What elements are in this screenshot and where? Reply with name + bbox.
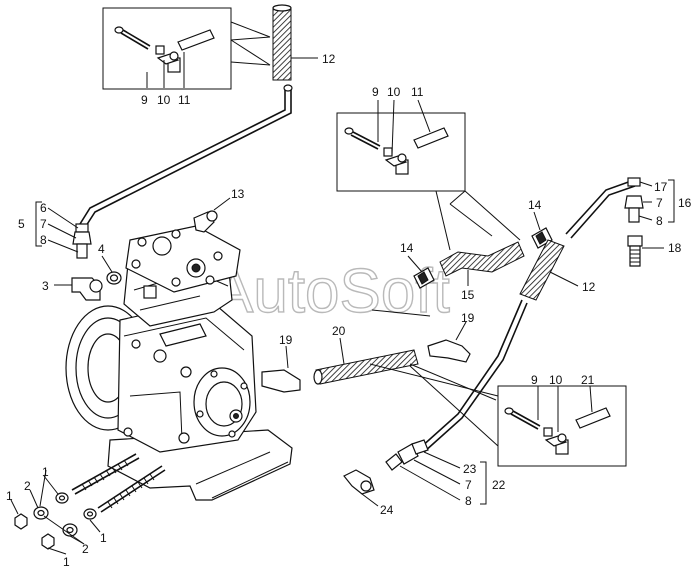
hose-part-12-top-icon [272, 4, 318, 81]
tag-part-11-icon [177, 29, 215, 51]
clip-part-9-icon [114, 26, 151, 50]
label-10-mid: 10 [387, 85, 401, 99]
label-8-left: 8 [40, 233, 47, 247]
hose-part-15-icon [439, 241, 525, 286]
label-18: 18 [668, 241, 682, 255]
label-1-far-left: 1 [6, 489, 13, 503]
fitting-group-5-icon [35, 201, 92, 259]
label-2-upper: 2 [24, 479, 31, 493]
label-5: 5 [18, 217, 25, 231]
label-17: 17 [654, 180, 668, 194]
label-1-right: 1 [100, 531, 107, 545]
label-12-right: 12 [582, 280, 596, 294]
label-8-right: 8 [656, 214, 663, 228]
tube-left [79, 84, 293, 227]
leader-15 [371, 309, 431, 317]
fitting-part-14a-icon [407, 255, 435, 289]
label-20: 20 [332, 324, 346, 338]
label-19-right: 19 [461, 311, 475, 325]
label-21: 21 [581, 373, 595, 387]
label-3: 3 [42, 279, 49, 293]
label-10-bottom: 10 [549, 373, 563, 387]
label-7-right: 7 [656, 196, 663, 210]
inset-box-middle [336, 99, 521, 251]
label-7-left: 7 [40, 217, 47, 231]
clip-part-9c-icon [504, 407, 541, 430]
label-11-top: 11 [178, 93, 191, 107]
label-9-bottom: 9 [531, 373, 538, 387]
washer-part-4-icon [101, 255, 122, 285]
label-10-top: 10 [157, 93, 171, 107]
elbow-part-24-icon [343, 469, 379, 507]
label-22: 22 [492, 478, 506, 492]
elbow-part-3-icon [54, 277, 103, 301]
label-1-bottom: 1 [63, 555, 70, 569]
leader-hose-20 [409, 363, 497, 401]
elbow-part-19a-icon [261, 345, 301, 393]
elbow-part-19b-icon [427, 321, 471, 363]
compressor-body-icon [65, 225, 293, 501]
label-9-mid: 9 [372, 85, 379, 99]
label-24: 24 [380, 503, 394, 517]
label-9-top: 9 [141, 93, 148, 107]
label-1-upper: 1 [42, 465, 49, 479]
clamp-part-10b-icon [383, 147, 409, 175]
plug-part-18-icon [627, 235, 664, 267]
bolt-set-icon [10, 453, 166, 555]
inset-box-top [102, 7, 271, 90]
hose-part-20-icon [313, 337, 419, 385]
elbow-part-13-icon [193, 197, 231, 233]
tube-right-long [419, 299, 528, 453]
label-6: 6 [40, 201, 47, 215]
tube-right-top [565, 179, 636, 239]
label-23: 23 [463, 462, 477, 476]
watermark-text: AutoSoft [212, 257, 450, 326]
hose-part-12-right-icon [519, 239, 579, 301]
label-7-bottom: 7 [465, 478, 472, 492]
fitting-group-22-icon [385, 439, 487, 505]
label-2-lower: 2 [82, 542, 89, 556]
clip-part-9b-icon [344, 127, 381, 150]
label-11-mid: 11 [411, 85, 424, 99]
fitting-group-16-icon [624, 177, 675, 223]
clamp-part-10-icon [155, 45, 181, 73]
inset-box-bottom [369, 363, 627, 467]
label-15: 15 [461, 288, 475, 302]
fitting-part-14b-icon [531, 211, 553, 249]
tag-part-21-icon [575, 407, 611, 429]
label-8-bottom: 8 [465, 494, 472, 508]
clamp-part-10c-icon [543, 427, 569, 455]
tag-part-11b-icon [413, 127, 449, 149]
label-14-left: 14 [400, 241, 414, 255]
label-16: 16 [678, 196, 692, 210]
label-12-top: 12 [322, 52, 336, 66]
label-4: 4 [98, 242, 105, 256]
label-13: 13 [231, 187, 245, 201]
label-19-left: 19 [279, 333, 293, 347]
label-14-right: 14 [528, 198, 542, 212]
